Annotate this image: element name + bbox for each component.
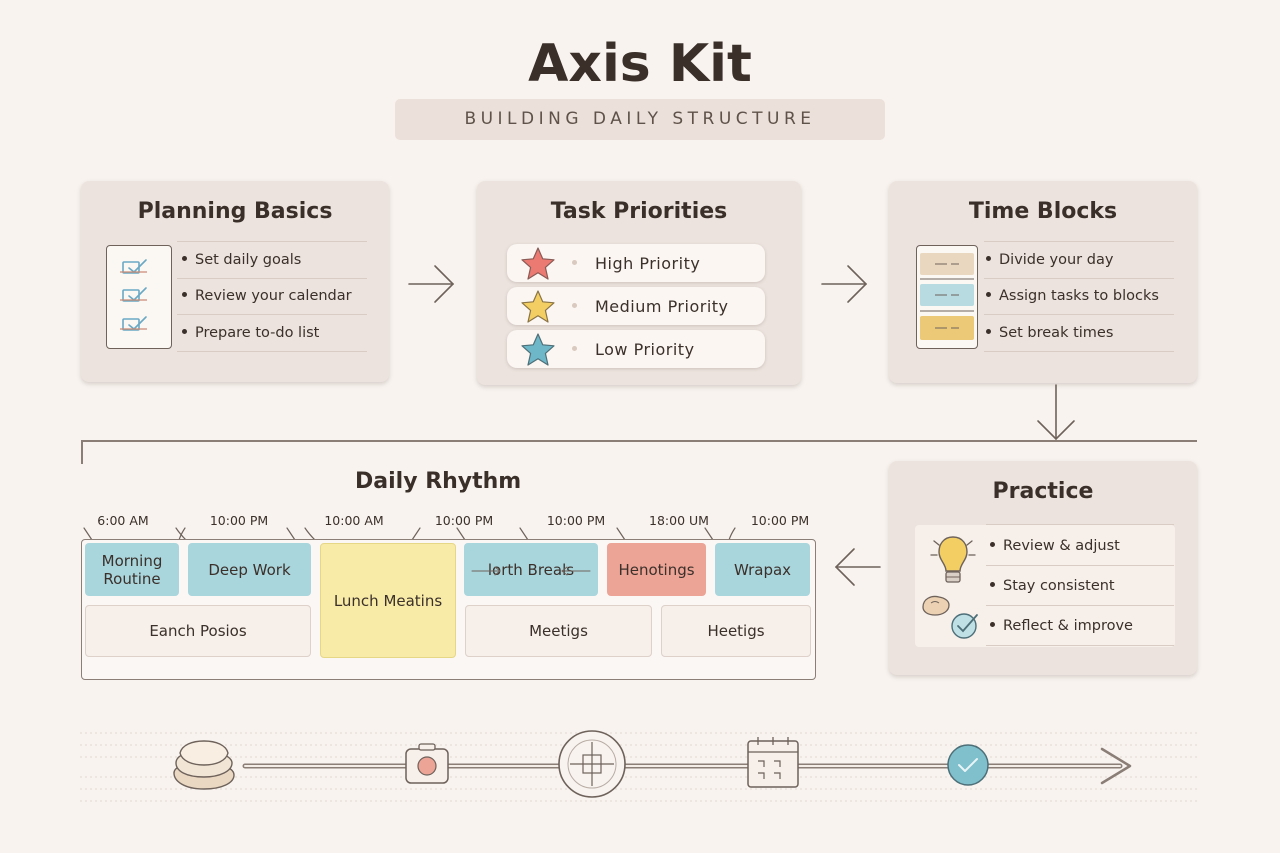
block-breaks: lorth Breals	[464, 543, 598, 596]
time-label: 10:00 PM	[209, 513, 269, 528]
list-item: Prepare to-do list	[182, 325, 319, 341]
star-icon	[521, 290, 555, 323]
camera-icon	[405, 743, 449, 784]
arrow-left-icon	[834, 548, 881, 586]
list-item: Review your calendar	[182, 288, 352, 304]
time-blocks-title: Time Blocks	[968, 199, 1118, 224]
list-item: Set break times	[986, 325, 1113, 341]
priority-medium: Medium Priority	[507, 287, 765, 325]
section-divider	[81, 440, 1197, 442]
planning-basics-card: Planning Basics Set daily goals Review y…	[81, 181, 389, 382]
subtitle-banner: BUILDING DAILY STRUCTURE	[395, 99, 885, 140]
practice-card: Practice Review & adjust Stay consistent…	[889, 461, 1197, 675]
schedule-blocks-icon	[916, 245, 978, 349]
block-morning-routine: Morning Routine	[85, 543, 179, 596]
hand-icon	[922, 595, 950, 616]
priority-high: High Priority	[507, 244, 765, 282]
break-arrows-icon	[471, 566, 591, 576]
page-title: Axis Kit	[528, 34, 752, 94]
arrow-right-icon	[408, 265, 455, 303]
block-heetigs: Heetigs	[661, 605, 811, 657]
compass-icon	[558, 730, 626, 798]
check-circle-icon	[951, 613, 978, 639]
planning-basics-title: Planning Basics	[137, 199, 333, 224]
daily-rhythm-title: Daily Rhythm	[355, 469, 522, 494]
list-item: Set daily goals	[182, 252, 301, 268]
checklist-icon	[106, 245, 172, 349]
practice-title: Practice	[992, 479, 1094, 504]
time-label: 6:00 AM	[97, 513, 149, 528]
block-lunch: Lunch Meatins	[320, 543, 456, 658]
block-henotings: Henotings	[607, 543, 706, 596]
stack-icon	[173, 740, 235, 790]
time-label: 10:00 PM	[434, 513, 494, 528]
list-item: Assign tasks to blocks	[986, 288, 1159, 304]
time-label: 10:00 AM	[324, 513, 384, 528]
lightbulb-icon	[930, 536, 976, 583]
task-priorities-title: Task Priorities	[550, 199, 728, 224]
block-deep-work: Deep Work	[188, 543, 311, 596]
list-item: Reflect & improve	[990, 618, 1133, 634]
time-label: 10:00 PM	[546, 513, 606, 528]
block-meetigs: Meetigs	[465, 605, 652, 657]
list-item: Divide your day	[986, 252, 1113, 268]
subtitle-text: BUILDING DAILY STRUCTURE	[464, 109, 816, 129]
time-label: 10:00 PM	[750, 513, 810, 528]
block-wrapax: Wrapax	[715, 543, 810, 596]
priority-low: Low Priority	[507, 330, 765, 368]
arrow-right-icon	[821, 265, 868, 303]
time-blocks-card: Time Blocks Divide your day Assign tasks…	[889, 181, 1197, 383]
star-icon	[521, 333, 555, 366]
list-item: Review & adjust	[990, 538, 1120, 554]
task-priorities-card: Task Priorities High Priority Medium Pri…	[477, 181, 801, 385]
list-item: Stay consistent	[990, 578, 1115, 594]
block-eanch-posios: Eanch Posios	[85, 605, 311, 657]
time-label: 18:00 UM	[649, 513, 709, 528]
arrow-down-icon	[1037, 384, 1075, 441]
calendar-icon	[747, 737, 799, 788]
star-icon	[521, 247, 555, 280]
progress-track	[80, 732, 1198, 802]
check-circle-icon	[947, 744, 989, 786]
